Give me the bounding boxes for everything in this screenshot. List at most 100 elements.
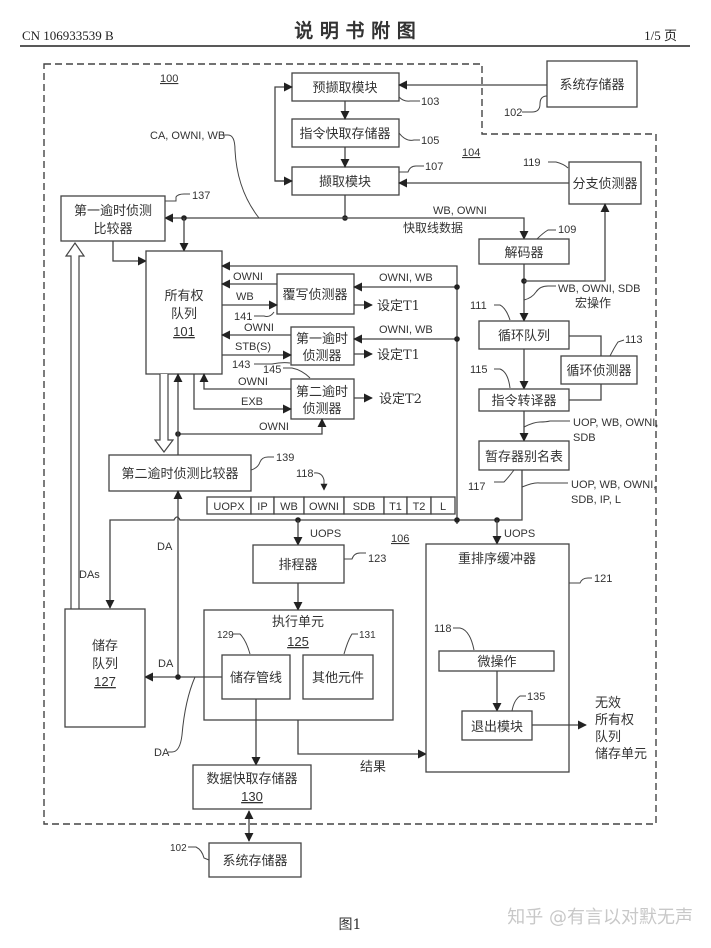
leader-143 — [254, 362, 291, 365]
second-timeout-detector: 第二逾时 侦测器 — [290, 378, 355, 420]
ref-103: 103 — [421, 96, 439, 108]
uop-field-wb: WB — [280, 501, 298, 513]
uop-field-uopx: UOPX — [213, 501, 245, 513]
signal-wb-owni: WB, OWNI — [433, 205, 487, 217]
leader-118-fields — [313, 472, 328, 491]
svg-text:执行单元: 执行单元 — [272, 615, 324, 630]
signal-wb: WB — [236, 291, 254, 303]
page-title: 说 明 书 附 图 — [294, 19, 415, 42]
ref-119: 119 — [523, 157, 541, 169]
signal-uop-wb-owni: UOP, WB, OWNI, — [573, 417, 658, 429]
svg-text:重排序缓冲器: 重排序缓冲器 — [458, 551, 536, 567]
loop-detector: 循环侦测器 — [560, 355, 638, 385]
arrow-owni-to-td2 — [178, 418, 327, 435]
arrow-das-to-store-queue — [105, 516, 457, 609]
prefetch-module: 预撷取模块 — [291, 72, 400, 102]
ownership-queue: 所有权 队列 101 — [145, 250, 223, 375]
signal-macro-op: 宏操作 — [575, 295, 611, 310]
ref-115: 115 — [470, 364, 488, 376]
svg-text:分支侦测器: 分支侦测器 — [572, 177, 637, 192]
page-number: 1/5 页 — [644, 28, 677, 43]
micro-operation: 微操作 — [438, 650, 555, 672]
register-alias-table: 暂存器别名表 — [478, 440, 570, 471]
ref-102-top: 102 — [504, 107, 522, 119]
junction — [454, 336, 460, 342]
ref-109: 109 — [558, 224, 576, 236]
svg-text:循环队列: 循环队列 — [498, 329, 550, 344]
svg-text:系统存储器: 系统存储器 — [559, 78, 624, 93]
junction — [175, 674, 181, 680]
leader-129 — [233, 633, 251, 655]
leader-111 — [494, 304, 511, 321]
leader-109 — [536, 229, 556, 240]
first-timeout-comparator: 第一逾时侦测 比较器 — [60, 195, 166, 242]
region-100-label: 100 — [160, 73, 178, 85]
signal-sdb-ip-l: SDB, IP, L — [571, 494, 621, 506]
fetch-module: 撷取模块 — [291, 166, 400, 196]
watermark: 知乎 @有言以对默无声 — [507, 907, 693, 928]
leader-113 — [609, 339, 625, 357]
leader-102-top — [522, 95, 548, 113]
svg-text:第二逾时侦测比较器: 第二逾时侦测比较器 — [121, 467, 238, 482]
leader-105 — [398, 132, 420, 141]
svg-text:127: 127 — [94, 674, 116, 689]
ref-121: 121 — [594, 573, 612, 585]
svg-text:储存: 储存 — [92, 639, 118, 654]
uop-field-sdb: SDB — [353, 501, 376, 513]
leader-ca-owni-wb — [222, 134, 260, 219]
decoder: 解码器 — [478, 238, 570, 265]
ref-141: 141 — [234, 311, 252, 323]
ref-135: 135 — [527, 691, 545, 703]
svg-text:125: 125 — [287, 634, 309, 649]
arrow-fetch-loop-to-prefetch — [274, 82, 293, 182]
signal-invalidate-3: 队列 — [595, 730, 621, 745]
leader-135 — [511, 695, 526, 712]
ref-137: 137 — [192, 190, 210, 202]
svg-text:排程器: 排程器 — [278, 558, 317, 573]
svg-text:其他元件: 其他元件 — [312, 671, 364, 686]
signal-da-1: DA — [157, 541, 173, 553]
signal-set-t1-a: 设定T1 — [377, 299, 420, 314]
leader-115 — [494, 368, 511, 389]
svg-text:撷取模块: 撷取模块 — [319, 175, 371, 190]
uop-field-cell — [430, 496, 456, 515]
svg-text:第一逾时侦测: 第一逾时侦测 — [74, 204, 152, 219]
hollow-arrow-ownq-to-cmp2 — [153, 374, 175, 453]
arrow-to-decoder — [345, 217, 529, 240]
svg-text:队列: 队列 — [171, 307, 197, 322]
svg-text:130: 130 — [241, 789, 263, 804]
ref-111: 111 — [470, 300, 487, 312]
leader-131 — [343, 633, 358, 655]
signal-wb-owni-sdb: WB, OWNI, SDB — [558, 283, 641, 295]
leader-141 — [254, 311, 275, 317]
ref-105: 105 — [421, 135, 439, 147]
ref-102-bottom: 102 — [170, 843, 187, 854]
arrow-result-to-rob — [297, 720, 427, 759]
signal-da-2: DA — [158, 658, 174, 670]
svg-text:所有权: 所有权 — [164, 288, 203, 304]
patent-number: CN 106933539 B — [22, 28, 114, 43]
signal-owni-3: OWNI — [238, 376, 268, 388]
system-memory-bottom: 系统存储器 — [208, 842, 302, 878]
ref-117: 117 — [468, 481, 486, 493]
leader-145 — [283, 367, 311, 379]
store-pipeline: 储存管线 — [221, 654, 291, 700]
scheduler: 排程器 — [252, 544, 345, 584]
store-queue: 储存 队列 127 — [64, 608, 146, 728]
arrow-td2-owni — [199, 373, 291, 390]
ref-118-rob: 118 — [434, 623, 452, 635]
svg-text:退出模块: 退出模块 — [471, 720, 523, 735]
signal-owni-wb-1: OWNI, WB — [379, 272, 433, 284]
arrow-exb-to-td2 — [193, 374, 292, 414]
svg-text:第一逾时: 第一逾时 — [296, 332, 348, 347]
hollow-arrow-to-cmp1 — [64, 241, 86, 610]
svg-text:侦测器: 侦测器 — [302, 402, 341, 417]
svg-text:预撷取模块: 预撷取模块 — [312, 81, 377, 96]
ref-113: 113 — [625, 334, 643, 346]
line-loopdet-to-xlator — [569, 384, 602, 401]
svg-text:系统存储器: 系统存储器 — [222, 854, 287, 869]
signal-exb: EXB — [241, 396, 263, 408]
uop-field-l: L — [440, 501, 446, 513]
leader-107 — [399, 165, 424, 173]
